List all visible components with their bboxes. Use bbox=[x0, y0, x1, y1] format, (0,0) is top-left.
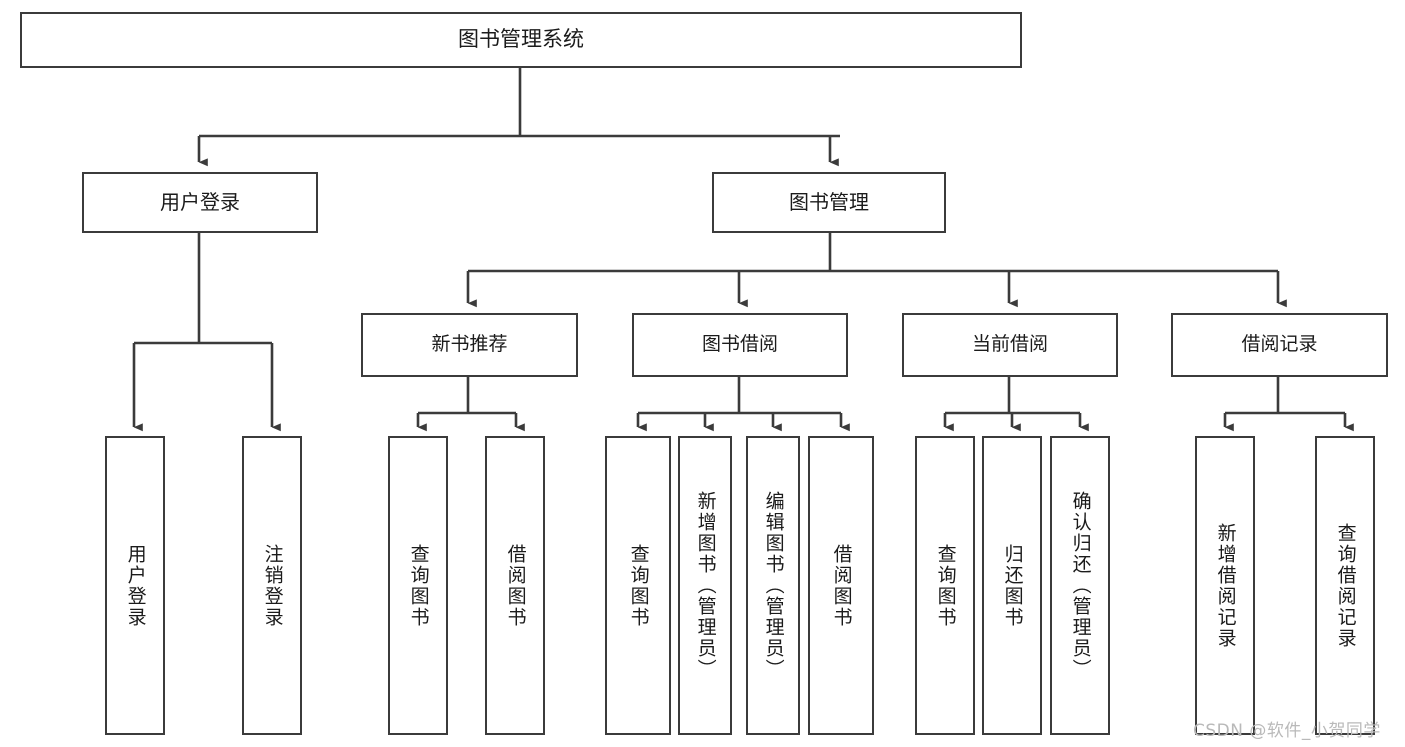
node-book-management[interactable]: 图书管理 bbox=[712, 172, 946, 233]
leaf-current-borrow-return-book[interactable]: 归还图书 bbox=[982, 436, 1042, 735]
node-label: 归还图书 bbox=[1001, 543, 1024, 628]
leaf-borrow-record-query-record[interactable]: 查询借阅记录 bbox=[1315, 436, 1375, 735]
node-label: 查询图书 bbox=[407, 543, 430, 628]
node-root-book-management-system[interactable]: 图书管理系统 bbox=[20, 12, 1022, 68]
leaf-user-login-login[interactable]: 用户登录 bbox=[105, 436, 165, 735]
leaf-new-book-borrow-book[interactable]: 借阅图书 bbox=[485, 436, 545, 735]
node-book-borrow[interactable]: 图书借阅 bbox=[632, 313, 848, 377]
node-new-book-recommend[interactable]: 新书推荐 bbox=[361, 313, 578, 377]
node-label: 借阅图书 bbox=[504, 543, 527, 628]
node-label: 查询图书 bbox=[934, 543, 957, 628]
node-label: 新增图书（管理员） bbox=[694, 491, 717, 680]
node-label: 新书推荐 bbox=[431, 333, 508, 356]
leaf-book-borrow-query-book[interactable]: 查询图书 bbox=[605, 436, 671, 735]
node-label: 用户登录 bbox=[124, 543, 147, 628]
leaf-borrow-record-add-record[interactable]: 新增借阅记录 bbox=[1195, 436, 1255, 735]
node-label: 借阅记录 bbox=[1241, 333, 1318, 356]
leaf-book-borrow-add-book-admin[interactable]: 新增图书（管理员） bbox=[678, 436, 732, 735]
node-label: 用户登录 bbox=[160, 190, 240, 215]
node-label: 当前借阅 bbox=[971, 333, 1048, 356]
csdn-watermark: CSDN @软件_小贺同学 bbox=[1193, 721, 1381, 741]
node-user-login[interactable]: 用户登录 bbox=[82, 172, 318, 233]
leaf-current-borrow-confirm-return-admin[interactable]: 确认归还（管理员） bbox=[1050, 436, 1110, 735]
node-label: 确认归还（管理员） bbox=[1069, 491, 1092, 680]
node-label: 查询图书 bbox=[627, 543, 650, 628]
leaf-current-borrow-query-book[interactable]: 查询图书 bbox=[915, 436, 975, 735]
leaf-book-borrow-edit-book-admin[interactable]: 编辑图书（管理员） bbox=[746, 436, 800, 735]
node-borrow-record[interactable]: 借阅记录 bbox=[1171, 313, 1388, 377]
node-label: 编辑图书（管理员） bbox=[762, 491, 785, 680]
leaf-user-login-logout[interactable]: 注销登录 bbox=[242, 436, 302, 735]
node-label: 图书管理 bbox=[789, 190, 869, 215]
leaf-book-borrow-borrow-book[interactable]: 借阅图书 bbox=[808, 436, 874, 735]
node-label: 图书管理系统 bbox=[458, 27, 584, 52]
node-current-borrow[interactable]: 当前借阅 bbox=[902, 313, 1118, 377]
leaf-new-book-query-book[interactable]: 查询图书 bbox=[388, 436, 448, 735]
node-label: 查询借阅记录 bbox=[1334, 522, 1357, 649]
node-label: 注销登录 bbox=[261, 543, 284, 628]
node-label: 新增借阅记录 bbox=[1214, 522, 1237, 649]
node-label: 图书借阅 bbox=[701, 333, 778, 356]
node-label: 借阅图书 bbox=[830, 543, 853, 628]
